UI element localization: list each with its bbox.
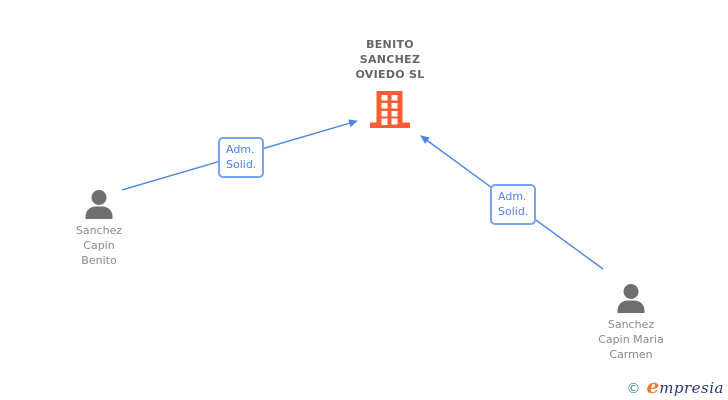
empresia-wordmark-rest: mpresia — [659, 379, 724, 397]
company-node[interactable]: BENITO SANCHEZ OVIEDO SL — [329, 37, 451, 128]
person-icon — [617, 284, 645, 313]
person-name-line: Benito — [81, 254, 117, 267]
empresia-wordmark: empresia — [646, 374, 724, 398]
person-icon — [85, 190, 113, 219]
person-name: Sanchez Capin Maria Carmen — [561, 317, 701, 362]
relation-label-adm-solid[interactable]: Adm. Solid. — [218, 137, 265, 178]
empresia-wordmark-initial: e — [646, 374, 660, 398]
person-name-line: Sanchez — [607, 318, 655, 331]
company-name-line: SANCHEZ — [359, 53, 421, 66]
company-name-line: BENITO — [366, 38, 414, 51]
person-node-sanchez-capin-benito[interactable]: Sanchez Capin Benito — [29, 190, 169, 268]
company-name: BENITO SANCHEZ OVIEDO SL — [329, 37, 451, 82]
company-name-line: OVIEDO SL — [355, 68, 425, 81]
relation-label-line: Adm. — [498, 190, 527, 203]
copyright-icon: © — [626, 381, 641, 397]
relation-label-adm-solid[interactable]: Adm. Solid. — [490, 184, 537, 225]
person-node-sanchez-capin-maria-carmen[interactable]: Sanchez Capin Maria Carmen — [561, 284, 701, 362]
empresia-logo[interactable]: © empresia — [626, 374, 724, 398]
person-name-line: Sanchez — [75, 224, 123, 237]
person-name-line: Capin Maria — [598, 333, 664, 346]
person-name-line: Capin — [83, 239, 115, 252]
person-name-line: Carmen — [609, 348, 653, 361]
building-icon — [370, 91, 410, 128]
person-name: Sanchez Capin Benito — [29, 223, 169, 268]
relation-label-line: Solid. — [226, 158, 257, 171]
relation-label-line: Solid. — [498, 205, 529, 218]
relation-label-line: Adm. — [226, 143, 255, 156]
